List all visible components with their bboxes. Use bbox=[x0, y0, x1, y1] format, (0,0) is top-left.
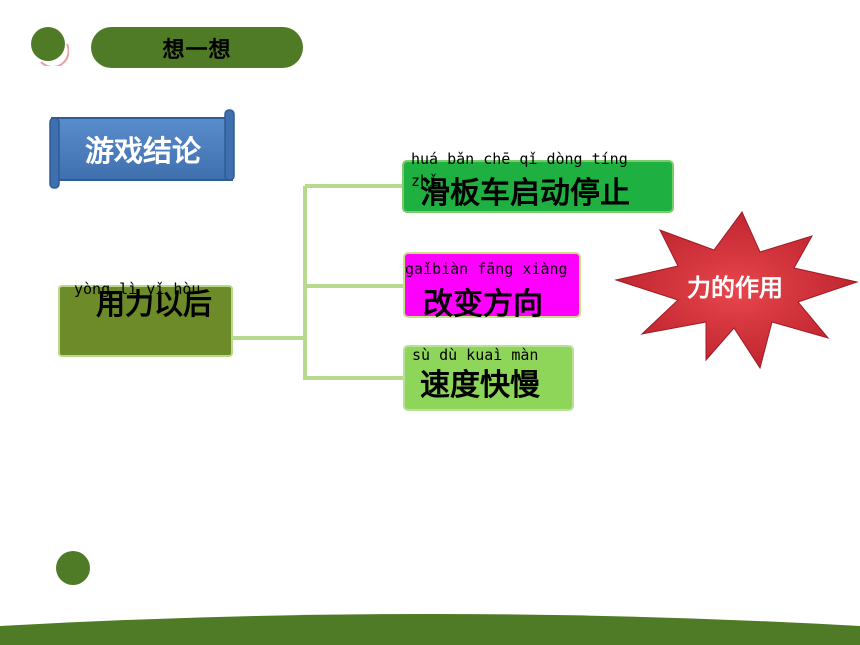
banner-label: 游戏结论 bbox=[84, 134, 201, 168]
scroll-banner bbox=[49, 109, 235, 189]
root-pinyin: yòng lì yǐ hòu bbox=[74, 280, 201, 298]
branch-speed-label: 速度快慢 bbox=[420, 368, 540, 403]
header-dot bbox=[31, 27, 65, 61]
footer-dot bbox=[56, 551, 90, 585]
header-dot-arc bbox=[40, 43, 69, 66]
branch-direction-label: 改变方向 bbox=[423, 287, 543, 322]
burst-star bbox=[614, 211, 859, 370]
ground-hill bbox=[0, 614, 860, 645]
branch-start-stop bbox=[402, 160, 674, 213]
branch-start-stop-label: 滑板车启动停止 bbox=[420, 176, 630, 211]
branch-start-stop-pinyin-2: zhǐ bbox=[411, 172, 439, 190]
page-title: 想一想 bbox=[91, 27, 303, 68]
branch-direction bbox=[403, 252, 581, 318]
branch-speed bbox=[403, 345, 574, 411]
root-label: 用力以后 bbox=[96, 287, 213, 321]
branch-start-stop-pinyin: huá bǎn chē qǐ dòng tíng bbox=[411, 150, 628, 168]
root-node bbox=[58, 285, 233, 357]
branch-speed-pinyin: sù dù kuaì màn bbox=[412, 346, 539, 364]
branch-direction-pinyin: gaǐbiàn fāng xiàng bbox=[405, 260, 568, 278]
bracket-connector bbox=[230, 184, 405, 380]
conclusion-label: 力的作用 bbox=[687, 274, 783, 302]
